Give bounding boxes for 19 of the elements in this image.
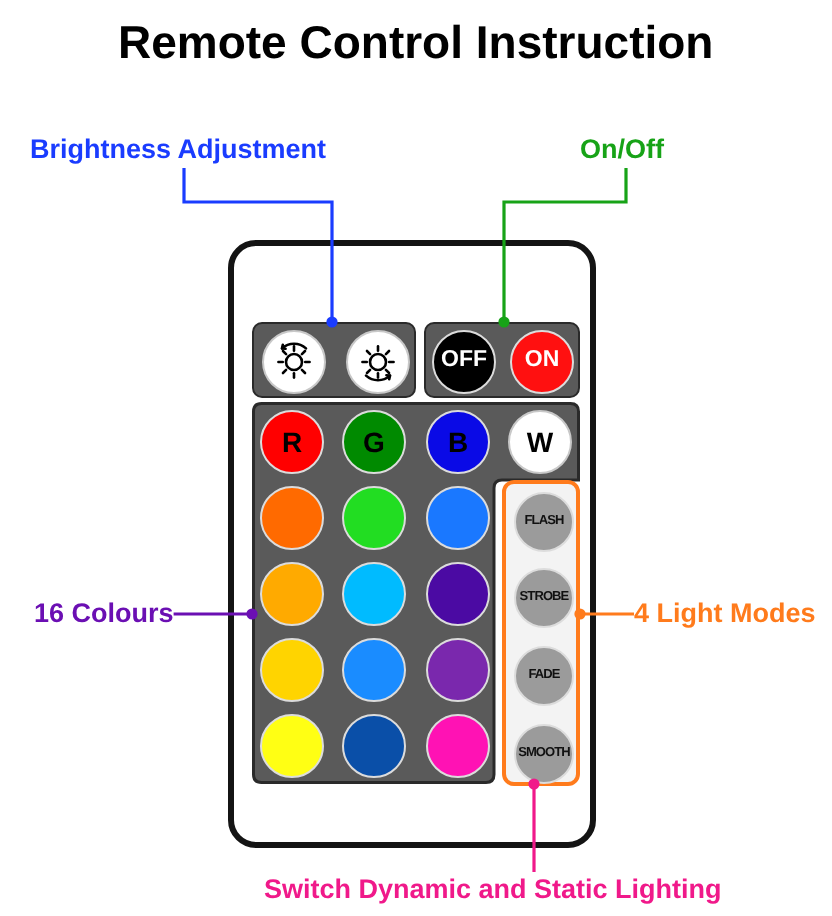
leader-line — [574, 608, 634, 620]
callout-label: Switch Dynamic and Static Lighting — [264, 872, 722, 908]
remote-body — [228, 240, 596, 848]
callout-label: 4 Light Modes — [634, 596, 816, 632]
mode-button-group — [502, 480, 580, 786]
remote-button: ON — [510, 330, 574, 394]
callout-label: 16 Colours — [34, 596, 174, 632]
leader-line — [528, 778, 540, 872]
callout-label: Brightness Adjustment — [30, 132, 327, 168]
button-panel — [252, 322, 416, 398]
leader-line — [182, 168, 338, 328]
title: Remote Control Instruction — [118, 14, 714, 72]
leader-line — [173, 608, 258, 620]
remote-button — [262, 330, 326, 394]
button-panel — [424, 322, 580, 398]
remote-button: OFF — [432, 330, 496, 394]
leader-line — [498, 168, 628, 328]
callout-label: On/Off — [580, 132, 664, 168]
remote-button — [346, 330, 410, 394]
